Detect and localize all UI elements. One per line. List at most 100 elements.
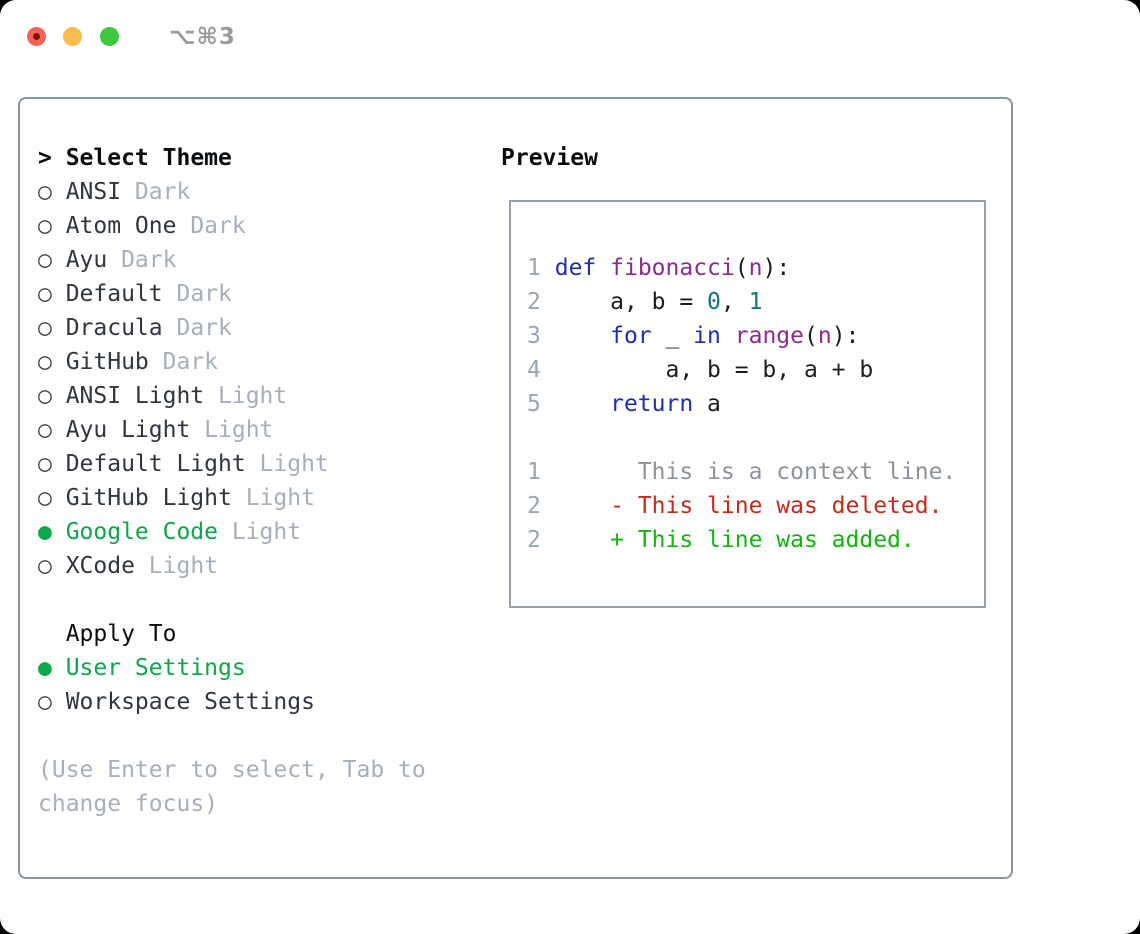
theme-name: Ayu Light — [65, 417, 191, 443]
theme-option-github-dark[interactable]: ○ GitHub Dark — [38, 345, 426, 379]
theme-name: ANSI Light — [65, 383, 205, 409]
radio-icon: ○ — [38, 689, 52, 715]
code-segment: - This line was deleted. — [610, 493, 943, 519]
theme-option-google-code-light[interactable]: ● Google Code Light — [38, 515, 426, 549]
theme-variant: Dark — [121, 247, 177, 273]
spacer — [38, 583, 426, 617]
code-segment — [541, 493, 610, 519]
close-button[interactable] — [27, 27, 46, 46]
theme-variant: Dark — [176, 315, 232, 341]
apply-option-user-settings[interactable]: ●User Settings — [38, 651, 426, 685]
theme-variant: Light — [204, 417, 274, 443]
code-segment: range — [734, 323, 805, 349]
code-line: 5 return a — [527, 387, 984, 421]
select-theme-header-label: > Select Theme — [38, 145, 232, 171]
code-segment — [721, 323, 735, 349]
code-line-blank — [527, 421, 984, 455]
radio-selected-icon: ● — [38, 655, 52, 681]
hint-label: change focus) — [38, 791, 219, 817]
code-segment: ): — [762, 255, 791, 281]
spacer — [38, 719, 426, 753]
radio-icon: ○ — [38, 553, 52, 579]
code-segment: 2 — [527, 289, 541, 315]
code-segment: _ — [651, 323, 694, 349]
code-segment: a, b = b, a + b — [540, 357, 874, 383]
code-segment: 0 — [707, 289, 721, 315]
theme-name: Default Light — [65, 451, 246, 477]
code-segment: n — [748, 255, 763, 281]
theme-name: Google Code — [65, 519, 219, 545]
code-segment: for — [610, 323, 652, 349]
radio-icon: ○ — [38, 451, 52, 477]
code-line: 3 for _ in range(n): — [527, 319, 984, 353]
code-segment: 1 — [748, 289, 763, 315]
minimize-button[interactable] — [63, 27, 82, 46]
theme-name: GitHub — [65, 349, 149, 375]
code-segment: fibonacci — [610, 255, 735, 281]
preview-box: 1 def fibonacci(n): 2 a, b = 0, 1 3 for … — [509, 200, 986, 608]
theme-name: XCode — [65, 553, 135, 579]
hint-label: (Use Enter to select, Tab to — [38, 757, 426, 783]
code-line: 4 a, b = b, a + b — [527, 353, 984, 387]
code-segment: , — [720, 289, 749, 315]
code-segment — [596, 255, 610, 281]
theme-name: ANSI — [65, 179, 122, 205]
radio-icon: ○ — [38, 281, 52, 307]
close-dot-icon — [33, 33, 40, 40]
theme-variant: Light — [259, 451, 329, 477]
code-segment: ( — [734, 255, 749, 281]
apply-option-label: Workspace Settings — [65, 689, 315, 715]
theme-variant: Light — [245, 485, 315, 511]
radio-icon: ○ — [38, 315, 52, 341]
preview-header: Preview — [501, 141, 598, 175]
code-segment: ( — [804, 323, 818, 349]
theme-option-xcode-light[interactable]: ○ XCode Light — [38, 549, 426, 583]
code-segment: 2 — [527, 527, 541, 553]
code-segment: This is a context line. — [540, 459, 957, 485]
code-segment: 1 — [527, 459, 541, 485]
radio-selected-icon: ● — [38, 519, 52, 545]
theme-variant: Light — [231, 519, 302, 545]
titlebar: ⌥⌘3 — [0, 0, 1140, 72]
code-segment: 1 — [527, 255, 541, 281]
code-segment — [541, 323, 610, 349]
preview-header-label: Preview — [501, 145, 598, 171]
code-segment: 3 — [527, 323, 541, 349]
code-segment — [541, 391, 610, 417]
code-segment: def — [554, 255, 597, 281]
theme-variant: Dark — [162, 349, 219, 375]
theme-variant: Dark — [190, 213, 246, 239]
code-preview: 1 def fibonacci(n): 2 a, b = 0, 1 3 for … — [511, 202, 984, 557]
apply-option-workspace-settings[interactable]: ○ Workspace Settings — [38, 685, 426, 719]
theme-variant: Light — [148, 553, 219, 579]
code-segment: 4 — [527, 357, 541, 383]
code-segment: in — [693, 323, 721, 349]
select-theme-header: > Select Theme — [38, 141, 426, 175]
code-segment — [541, 255, 555, 281]
theme-option-github-light[interactable]: ○ GitHub Light Light — [38, 481, 426, 515]
code-line: 2 - This line was deleted. — [527, 489, 984, 523]
code-segment: + This line was added. — [610, 527, 915, 553]
zoom-button[interactable] — [100, 27, 119, 46]
code-segment: a — [693, 391, 721, 417]
apply-to-header-label: Apply To — [65, 621, 177, 647]
code-line: 2 + This line was added. — [527, 523, 984, 557]
code-segment — [541, 527, 610, 553]
theme-option-default-light[interactable]: ○ Default Light Light — [38, 447, 426, 481]
theme-variant: Light — [218, 383, 288, 409]
code-segment: return — [610, 391, 694, 417]
radio-icon: ○ — [38, 349, 52, 375]
radio-icon: ○ — [38, 179, 52, 205]
theme-name: Default — [65, 281, 163, 307]
theme-name: GitHub Light — [65, 485, 232, 511]
code-segment: ): — [831, 323, 860, 349]
radio-icon: ○ — [38, 485, 52, 511]
